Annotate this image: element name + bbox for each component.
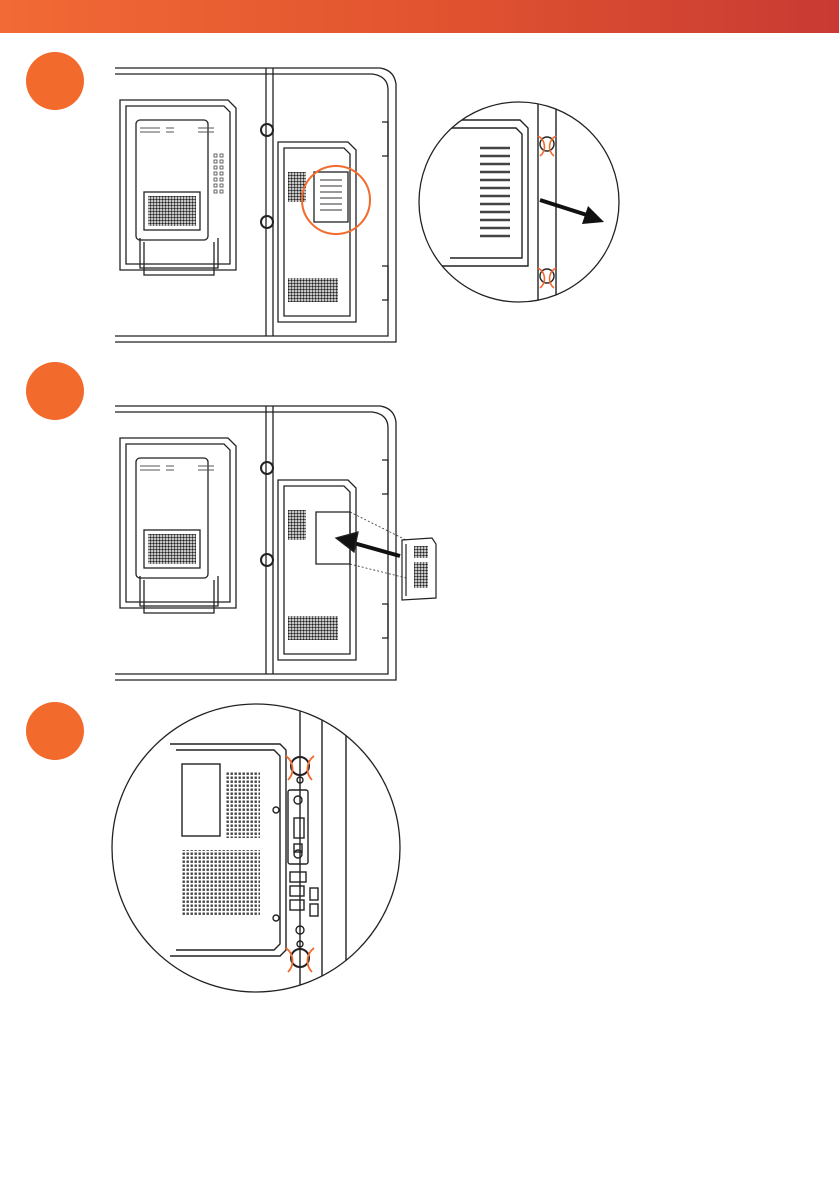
pull-out-arrow-icon	[540, 200, 604, 224]
header-band	[0, 0, 839, 33]
zoom-detail-secure-module	[110, 700, 410, 1000]
step-2-badge	[26, 362, 84, 420]
display-back-illustration-2	[110, 398, 450, 688]
step-3-badge	[26, 702, 84, 760]
insert-arrow-icon	[336, 532, 400, 556]
ops-module	[402, 538, 436, 600]
zoom-detail-remove-cover	[410, 98, 628, 308]
step-1-badge	[26, 52, 84, 110]
display-back-illustration-1	[110, 60, 410, 350]
